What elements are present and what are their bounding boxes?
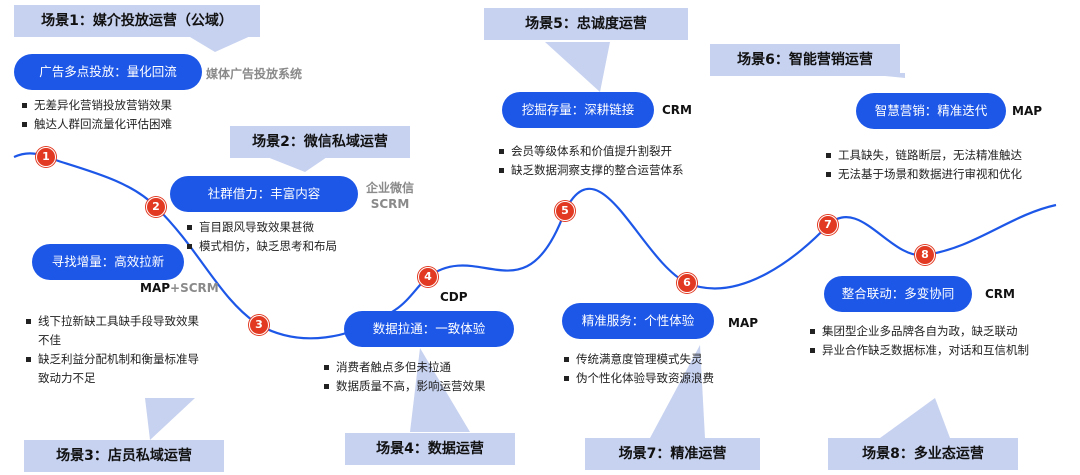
callout-pointer-5: [545, 42, 610, 92]
bullet-item: 伪个性化体验导致资源浪费: [562, 369, 772, 388]
bullets-scene-5: 会员等级体系和价值提升割裂开 缺乏数据洞察支撑的整合运营体系: [497, 142, 732, 180]
journey-node-2[interactable]: 2: [146, 197, 166, 217]
callout-pointer-3: [145, 398, 195, 440]
pill-scene-2[interactable]: 社群借力：丰富内容: [170, 176, 358, 212]
bullets-scene-8: 集团型企业多品牌各自为政，缺乏联动 异业合作缺乏数据标准，对话和互信机制: [808, 322, 1070, 360]
journey-node-3[interactable]: 3: [249, 315, 269, 335]
bullet-item: 集团型企业多品牌各自为政，缺乏联动: [808, 322, 1070, 341]
bullet-item: 数据质量不高，影响运营效果: [322, 377, 532, 396]
bullet-item: 消费者触点多但未拉通: [322, 358, 532, 377]
pill-scene-6[interactable]: 智慧营销：精准迭代: [856, 93, 1006, 129]
bullet-item: 无差异化营销投放营销效果: [20, 96, 240, 115]
pill-scene-1[interactable]: 广告多点投放：量化回流: [14, 54, 202, 90]
tag-scene-6: MAP: [1012, 104, 1043, 118]
tag-scene-7: MAP: [728, 316, 759, 330]
journey-node-8[interactable]: 8: [915, 245, 935, 265]
tag-map: MAP: [140, 281, 171, 295]
bullets-scene-7: 传统满意度管理模式失灵 伪个性化体验导致资源浪费: [562, 350, 772, 388]
bullet-item: 会员等级体系和价值提升割裂开: [497, 142, 732, 161]
callout-pointer-8: [880, 398, 950, 438]
tag-scene-3: MAP+SCRM: [140, 280, 219, 296]
callout-pointers: [145, 34, 950, 440]
journey-node-1[interactable]: 1: [36, 147, 56, 167]
callout-pointer-2: [262, 155, 330, 172]
pill-scene-7[interactable]: 精准服务：个性体验: [562, 303, 714, 339]
journey-node-4[interactable]: 4: [418, 267, 438, 287]
bullets-scene-6: 工具缺失，链路断层，无法精准触达 无法基于场景和数据进行审视和优化: [824, 146, 1074, 184]
pill-scene-3[interactable]: 寻找增量：高效拉新: [32, 244, 184, 280]
callout-pointer-1: [185, 34, 255, 52]
scene-title-3: 场景3：店员私域运营: [24, 440, 224, 472]
journey-node-7[interactable]: 7: [818, 215, 838, 235]
scene-title-6: 场景6：智能营销运营: [710, 44, 900, 76]
bullet-item: 缺乏利益分配机制和衡量标准导致动力不足: [24, 350, 199, 388]
tag-line: 企业微信: [366, 181, 415, 195]
tag-scene-1: 媒体广告投放系统: [206, 67, 303, 81]
pill-scene-5[interactable]: 挖掘存量：深耕链接: [502, 92, 654, 128]
bullets-scene-2: 盲目跟风导致效果甚微 模式相仿，缺乏思考和布局: [185, 218, 415, 256]
tag-scene-8: CRM: [985, 287, 1015, 301]
bullets-scene-1: 无差异化营销投放营销效果 触达人群回流量化评估困难: [20, 96, 240, 134]
bullet-item: 线下拉新缺工具缺手段导致效果不佳: [24, 312, 199, 350]
scene-title-8: 场景8：多业态运营: [828, 438, 1018, 470]
bullet-item: 触达人群回流量化评估困难: [20, 115, 240, 134]
scene-title-7: 场景7：精准运营: [585, 438, 760, 470]
pill-scene-8[interactable]: 整合联动：多变协同: [824, 276, 972, 312]
bullet-item: 传统满意度管理模式失灵: [562, 350, 772, 369]
callout-pointer-7: [650, 345, 705, 438]
bullet-item: 盲目跟风导致效果甚微: [185, 218, 415, 237]
journey-node-6[interactable]: 6: [677, 273, 697, 293]
bullet-item: 缺乏数据洞察支撑的整合运营体系: [497, 161, 732, 180]
bullet-item: 模式相仿，缺乏思考和布局: [185, 237, 415, 256]
bullet-item: 异业合作缺乏数据标准，对话和互信机制: [808, 341, 1070, 360]
bullet-item: 无法基于场景和数据进行审视和优化: [824, 165, 1074, 184]
tag-scrm: +SCRM: [170, 281, 219, 295]
scene-title-2: 场景2：微信私域运营: [230, 126, 410, 158]
journey-node-5[interactable]: 5: [555, 201, 575, 221]
tag-scene-5: CRM: [662, 103, 692, 117]
bullets-scene-4: 消费者触点多但未拉通 数据质量不高，影响运营效果: [322, 358, 532, 396]
scene-title-1: 场景1：媒介投放运营（公域）: [14, 5, 260, 37]
tag-scene-2: 企业微信 SCRM: [366, 180, 414, 212]
tag-scene-4: CDP: [440, 290, 468, 304]
pill-scene-4[interactable]: 数据拉通：一致体验: [344, 311, 514, 347]
scene-title-4: 场景4：数据运营: [345, 433, 515, 465]
tag-line: SCRM: [370, 197, 410, 211]
bullet-item: 工具缺失，链路断层，无法精准触达: [824, 146, 1074, 165]
callout-pointer-4: [410, 348, 470, 432]
scene-title-5: 场景5：忠诚度运营: [484, 8, 688, 40]
bullets-scene-3: 线下拉新缺工具缺手段导致效果不佳 缺乏利益分配机制和衡量标准导致动力不足: [24, 312, 199, 388]
